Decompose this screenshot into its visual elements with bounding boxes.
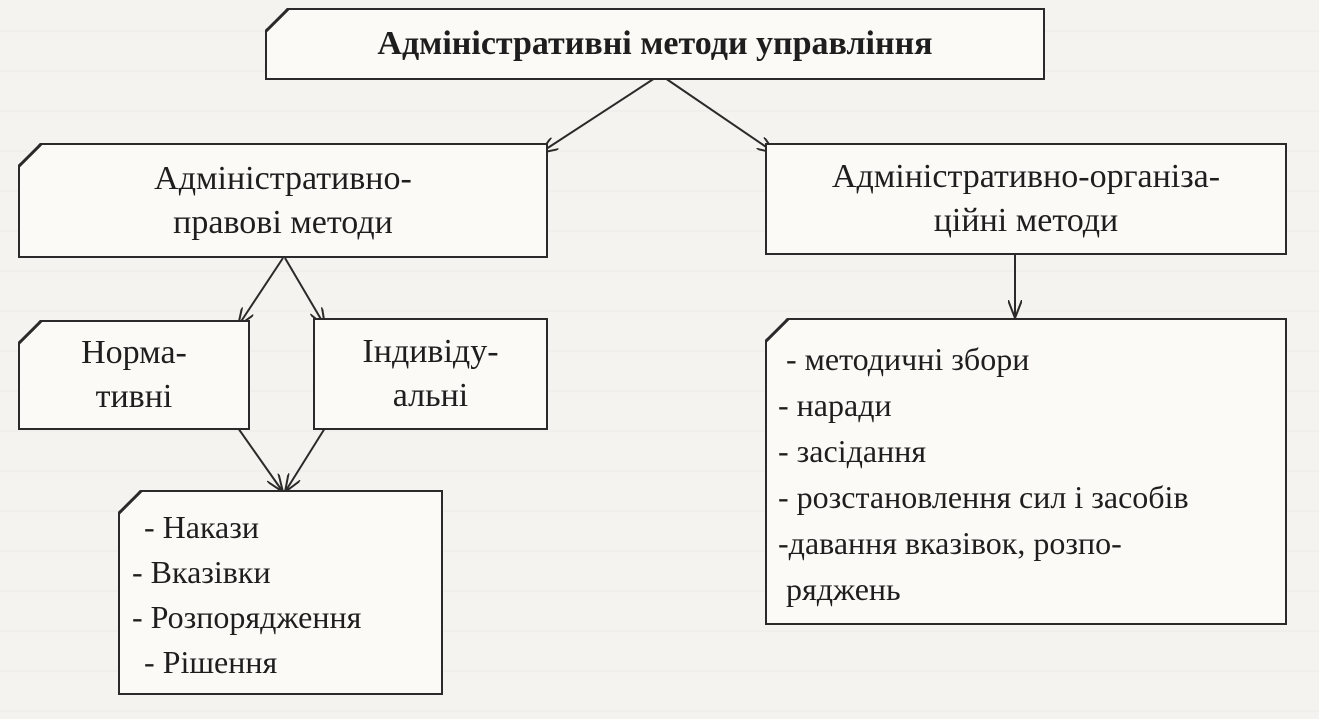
right-list: - методичні збори - наради - засідання -…	[778, 336, 1189, 612]
left-list-item: - Розпорядження	[132, 599, 362, 635]
root-box: Адміністративні методи управління	[265, 8, 1045, 80]
right-title-box: Адміністративно-організа- ційні методи	[765, 143, 1287, 255]
left-list: - Накази - Вказівки - Розпорядження - Рі…	[132, 505, 361, 685]
right-list-item: ряджень	[786, 571, 901, 607]
arrow-individual-to-list	[285, 427, 326, 492]
individual-box: Індивіду- альні	[313, 318, 548, 430]
arrow-root-to-left	[540, 77, 656, 153]
right-list-box	[765, 318, 1287, 625]
arrow-left-to-individual	[284, 257, 325, 326]
individual-label: Індивіду- альні	[362, 333, 499, 414]
normative-label: Норма- тивні	[81, 334, 187, 415]
root-title: Адміністративні методи управління	[377, 25, 933, 62]
right-list-item: - методичні збори	[786, 341, 1030, 377]
arrow-left-to-normative	[238, 257, 284, 326]
right-list-item: - засідання	[778, 433, 927, 469]
left-title-box: Адміністративно- правові методи	[18, 143, 548, 258]
right-list-item: - розстановлення сил і засобів	[778, 479, 1189, 515]
right-list-item: -давання вказівок, розпо-	[778, 525, 1122, 561]
normative-box: Норма- тивні	[18, 320, 250, 430]
left-list-item: - Вказівки	[132, 554, 271, 590]
arrow-root-to-right	[664, 77, 775, 153]
arrow-normative-to-list	[237, 427, 283, 492]
left-list-box	[118, 490, 443, 695]
right-title: Адміністративно-організа- ційні методи	[831, 158, 1221, 239]
left-list-item: - Рішення	[144, 644, 278, 680]
left-list-item: - Накази	[144, 509, 259, 545]
left-title: Адміністративно- правові методи	[154, 159, 412, 241]
right-list-item: - наради	[778, 387, 892, 423]
